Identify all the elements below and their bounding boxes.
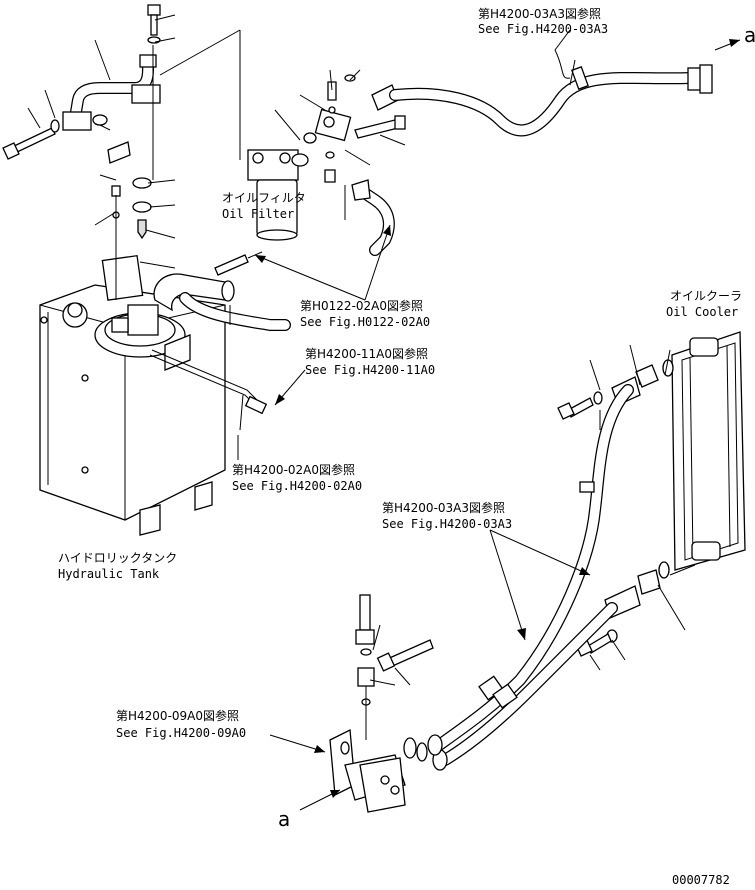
left-bolt-set <box>2 119 60 160</box>
cooler-hoses <box>429 384 634 766</box>
connection-mark-top: a <box>744 23 755 47</box>
connection-mark-bottom: a <box>278 807 290 831</box>
oil-filter-label-en: Oil Filter <box>222 207 294 221</box>
top-bolt <box>147 4 161 180</box>
ref-h4200-03a3-top-jp: 第H4200-03A3図参照 <box>478 6 601 21</box>
hydraulic-tank-label-jp: ハイドロリックタンク <box>58 551 177 565</box>
ref-h4200-09a0-en: See Fig.H4200-09A0 <box>116 726 246 740</box>
ref-h4200-09a0-jp: 第H4200-09A0図参照 <box>116 708 239 723</box>
suction-header <box>62 54 161 164</box>
strainer-assembly <box>101 254 235 312</box>
hose-to-a-top <box>371 64 713 137</box>
ref-h4200-03a3-top-en: See Fig.H4200-03A3 <box>478 22 608 36</box>
cooler-lower-fittings <box>575 561 670 657</box>
ref-h4200-03a3-mid-en: See Fig.H4200-03A3 <box>382 517 512 531</box>
oil-cooler-label-en: Oil Cooler <box>666 305 738 319</box>
leader-lines <box>27 14 696 686</box>
ref-h4200-02a0-jp: 第H4200-02A0図参照 <box>232 462 355 477</box>
ref-h4200-11a0-jp: 第H4200-11A0図参照 <box>305 346 428 361</box>
ref-h4200-02a0-en: See Fig.H4200-02A0 <box>232 479 362 493</box>
valve-block <box>329 728 448 813</box>
drawing-number: 00007782 <box>672 873 730 887</box>
ref-h4200-03a3-mid-jp: 第H4200-03A3図参照 <box>382 500 505 515</box>
oil-cooler-label-jp: オイルクーラ <box>670 289 742 303</box>
ref-h0122-02a0-en: See Fig.H0122-02A0 <box>300 315 430 329</box>
filter-head <box>303 74 406 159</box>
elbow-hose-0122 <box>324 169 395 256</box>
tube-h4200-11a0 <box>149 349 268 415</box>
reference-arrows <box>237 29 741 811</box>
oil-filter <box>159 29 309 241</box>
oil-cooler <box>671 331 746 571</box>
hydraulic-tank-label-en: Hydraulic Tank <box>58 567 160 581</box>
lower-fittings <box>355 594 434 740</box>
ref-h0122-02a0-jp: 第H0122-02A0図参照 <box>300 298 423 313</box>
return-pipe <box>179 292 291 331</box>
hydraulic-tank <box>39 284 226 536</box>
ref-h4200-11a0-en: See Fig.H4200-11A0 <box>305 363 435 377</box>
oil-filter-label-jp: オイルフィルタ <box>222 191 306 205</box>
